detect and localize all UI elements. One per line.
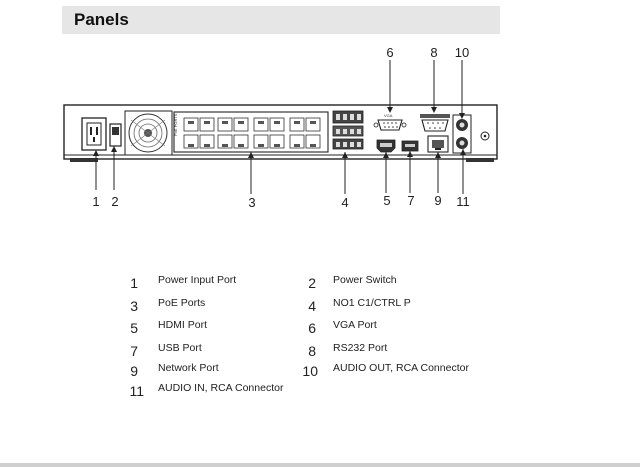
callout-5: 5 bbox=[383, 193, 390, 208]
network-port bbox=[427, 135, 449, 153]
legend-num-6: 6 bbox=[308, 320, 316, 336]
power-switch bbox=[109, 123, 122, 147]
legend-label-2: Power Switch bbox=[333, 274, 397, 286]
callout-1: 1 bbox=[92, 194, 99, 209]
rear-panel-diagram: PoE PORTS bbox=[63, 45, 498, 210]
legend-label-6: VGA Port bbox=[333, 319, 377, 331]
legend-num-1: 1 bbox=[130, 275, 138, 291]
callout-7: 7 bbox=[407, 193, 414, 208]
legend-num-9: 9 bbox=[130, 363, 138, 379]
callout-6: 6 bbox=[386, 45, 393, 60]
callout-9: 9 bbox=[434, 193, 441, 208]
ground-screw bbox=[480, 131, 490, 141]
callout-3: 3 bbox=[248, 195, 255, 210]
panels-header: Panels bbox=[62, 6, 500, 34]
callout-10: 10 bbox=[455, 45, 469, 60]
callout-2: 2 bbox=[111, 194, 118, 209]
page-title: Panels bbox=[74, 10, 129, 29]
legend-num-4: 4 bbox=[308, 298, 316, 314]
hdmi-port bbox=[376, 139, 396, 153]
legend-label-10: AUDIO OUT, RCA Connector bbox=[333, 362, 469, 374]
cooling-fan bbox=[124, 110, 173, 156]
callout-8: 8 bbox=[430, 45, 437, 60]
leader-lines bbox=[95, 60, 464, 194]
audio-rca-connectors bbox=[452, 114, 472, 154]
vga-port: VGA bbox=[373, 113, 407, 131]
rs232-port bbox=[420, 114, 450, 132]
legend-label-4: NO1 C1/CTRL P bbox=[333, 297, 411, 309]
callout-11: 11 bbox=[456, 194, 470, 209]
legend-num-10: 10 bbox=[302, 363, 318, 379]
alarm-terminal-block bbox=[332, 110, 364, 150]
power-input-port bbox=[81, 117, 107, 151]
legend-num-3: 3 bbox=[130, 298, 138, 314]
poe-ports: PoE PORTS bbox=[173, 111, 329, 153]
legend-label-8: RS232 Port bbox=[333, 342, 388, 354]
legend-label-1: Power Input Port bbox=[158, 274, 237, 286]
legend-label-11: AUDIO IN, RCA Connector bbox=[158, 382, 284, 394]
legend-label-7: USB Port bbox=[158, 342, 202, 354]
legend-num-7: 7 bbox=[130, 343, 138, 359]
legend-num-2: 2 bbox=[308, 275, 316, 291]
bottom-divider bbox=[0, 463, 640, 467]
legend-label-9: Network Port bbox=[158, 362, 219, 374]
leader-arrowheads bbox=[93, 107, 466, 158]
poe-panel-text: PoE PORTS bbox=[173, 113, 178, 136]
callout-4: 4 bbox=[341, 195, 348, 210]
legend-num-8: 8 bbox=[308, 343, 316, 359]
legend-label-5: HDMI Port bbox=[158, 319, 208, 331]
legend-num-5: 5 bbox=[130, 320, 138, 336]
usb-port bbox=[401, 140, 419, 152]
legend-label-3: PoE Ports bbox=[158, 297, 206, 309]
legend-num-11: 11 bbox=[129, 383, 144, 399]
vga-panel-text: VGA bbox=[384, 113, 393, 118]
